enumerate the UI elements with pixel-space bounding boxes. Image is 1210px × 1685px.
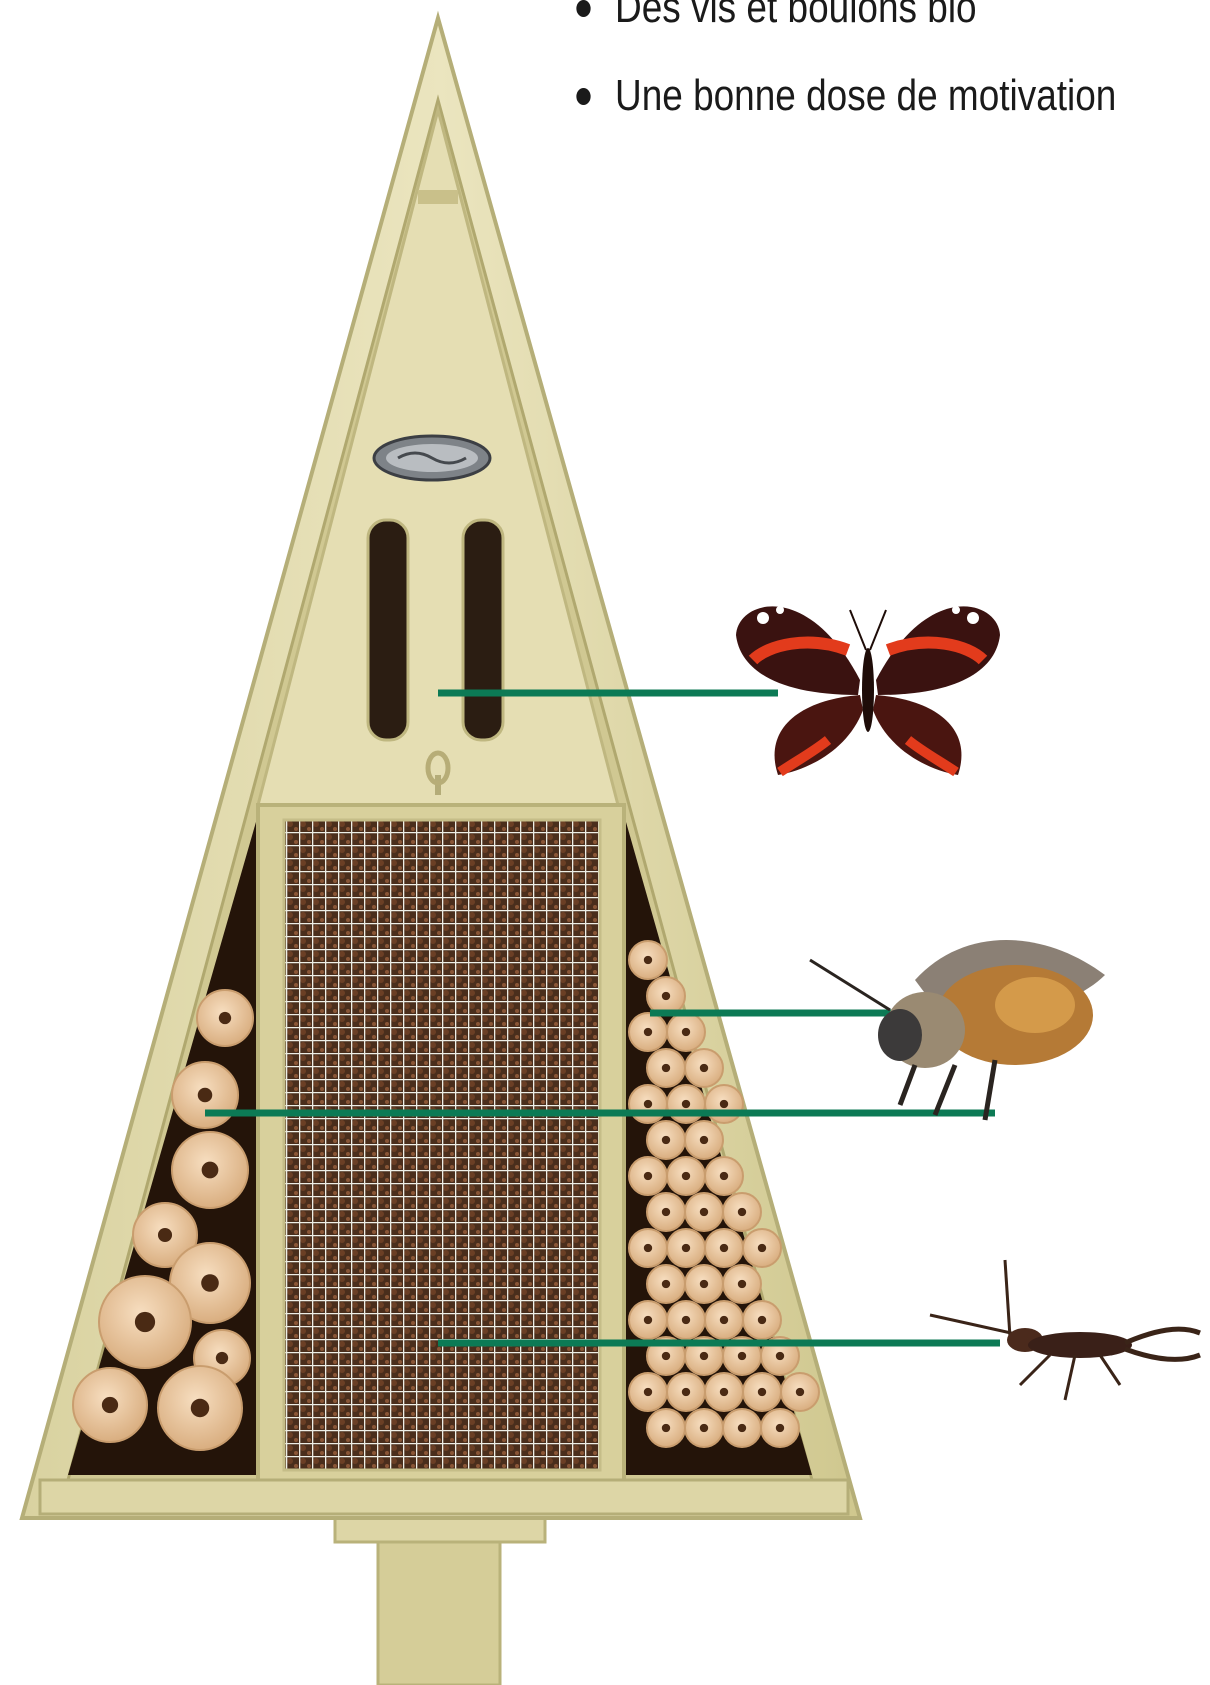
bamboo-tube-hole: [720, 1100, 728, 1108]
bamboo-tube-hole: [102, 1397, 118, 1413]
bamboo-tube-hole: [682, 1172, 690, 1180]
bamboo-tube-hole: [700, 1136, 708, 1144]
bamboo-tube-hole: [662, 1424, 670, 1432]
earwig-icon: [930, 1260, 1200, 1400]
mesh-panel: [284, 820, 600, 1470]
bamboo-tube-hole: [662, 1352, 670, 1360]
bamboo-tube-hole: [738, 1280, 746, 1288]
bamboo-tube-hole: [644, 1100, 652, 1108]
bamboo-tube-hole: [644, 1388, 652, 1396]
bamboo-tube-hole: [682, 1244, 690, 1252]
bamboo-tube-hole: [158, 1228, 172, 1242]
butterfly-slot-right: [463, 520, 503, 740]
bamboo-tube-hole: [135, 1312, 155, 1332]
bamboo-tube-hole: [644, 956, 652, 964]
bamboo-tube-hole: [662, 1064, 670, 1072]
bamboo-tube-hole: [219, 1012, 231, 1024]
bamboo-tube-hole: [216, 1352, 228, 1364]
plaque-icon: [374, 436, 490, 480]
bamboo-tube-hole: [700, 1208, 708, 1216]
pole: [378, 1540, 500, 1685]
bamboo-tube-hole: [758, 1316, 766, 1324]
bamboo-tube-hole: [720, 1244, 728, 1252]
bamboo-tube-hole: [644, 1316, 652, 1324]
bamboo-tube-hole: [682, 1100, 690, 1108]
bamboo-tube-hole: [738, 1424, 746, 1432]
bamboo-tube-hole: [720, 1172, 728, 1180]
bottom-rail: [40, 1480, 848, 1514]
bamboo-tube-hole: [191, 1399, 209, 1417]
bamboo-tube-hole: [700, 1280, 708, 1288]
upper-chamber-top: [418, 190, 458, 204]
bamboo-tube-hole: [682, 1316, 690, 1324]
bamboo-tube-hole: [644, 1028, 652, 1036]
bamboo-tube-hole: [796, 1388, 804, 1396]
bamboo-tube-hole: [644, 1244, 652, 1252]
bamboo-tube-hole: [738, 1208, 746, 1216]
bamboo-tube-hole: [682, 1028, 690, 1036]
bamboo-tube-hole: [682, 1388, 690, 1396]
bamboo-tube-hole: [644, 1172, 652, 1180]
bamboo-tube-hole: [720, 1316, 728, 1324]
bamboo-tube-hole: [662, 1280, 670, 1288]
bamboo-tube-hole: [662, 1208, 670, 1216]
bamboo-tube-hole: [700, 1352, 708, 1360]
bamboo-tube-hole: [758, 1388, 766, 1396]
bamboo-tube-hole: [758, 1244, 766, 1252]
bamboo-tube-hole: [202, 1162, 219, 1179]
bamboo-tube-hole: [738, 1352, 746, 1360]
bamboo-tube-hole: [776, 1424, 784, 1432]
bamboo-tube-hole: [700, 1424, 708, 1432]
bamboo-tube-hole: [662, 992, 670, 1000]
bamboo-tube-hole: [662, 1136, 670, 1144]
bamboo-tube-hole: [198, 1088, 213, 1103]
bamboo-tube-hole: [700, 1064, 708, 1072]
bamboo-tube-hole: [201, 1274, 219, 1292]
bamboo-tube-hole: [720, 1388, 728, 1396]
bamboo-tube-hole: [776, 1352, 784, 1360]
bee-icon: [810, 940, 1105, 1120]
butterfly-slot-left: [368, 520, 408, 740]
